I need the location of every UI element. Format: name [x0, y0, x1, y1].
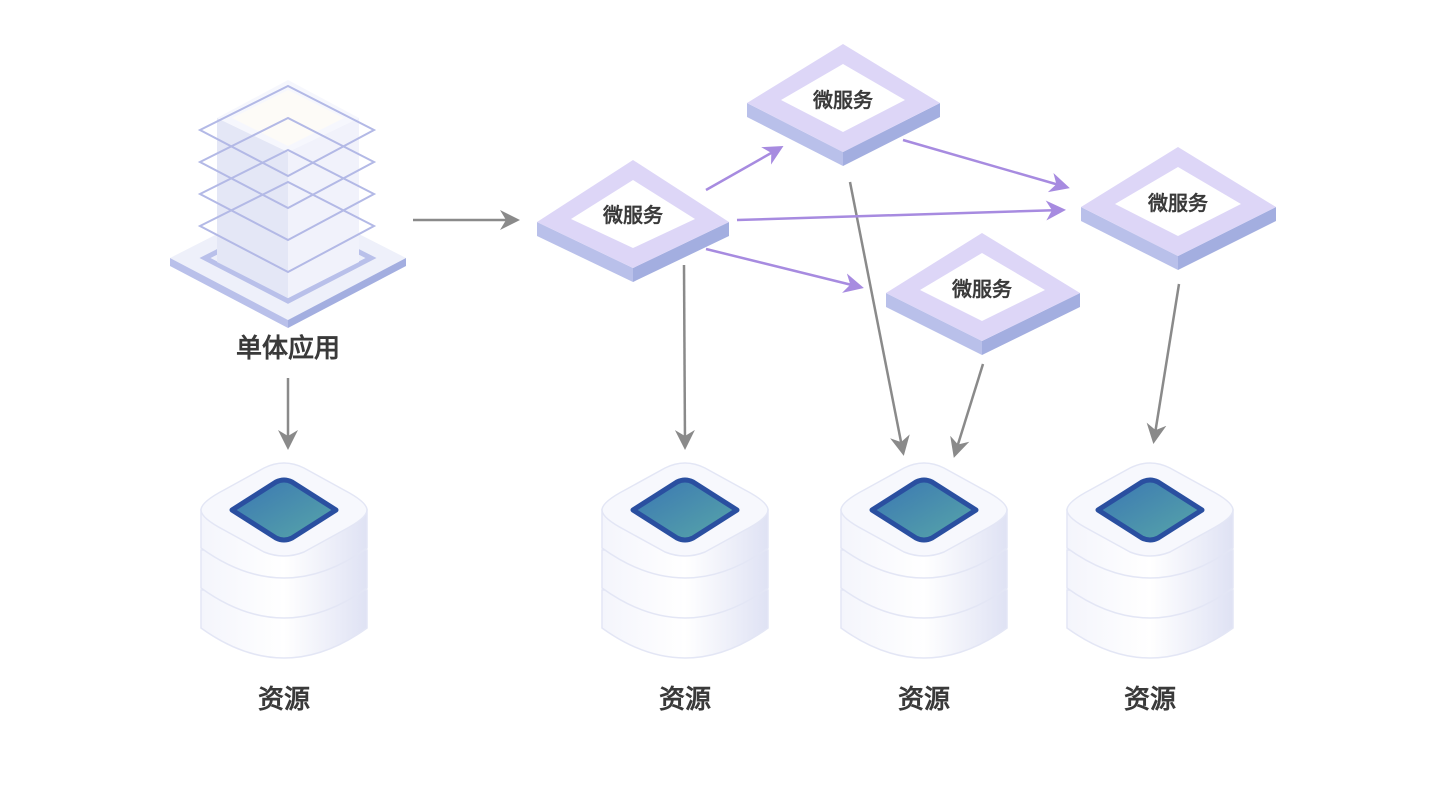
resource-label: 资源 — [898, 685, 950, 715]
database-icon — [200, 462, 368, 659]
database-icon — [1066, 462, 1234, 659]
monolith-label: 单体应用 — [236, 333, 340, 364]
arrow-microservice-to-resource — [1146, 283, 1181, 444]
microservice-label: 微服务 — [602, 203, 664, 227]
resource-label: 资源 — [258, 685, 310, 715]
resource-labels: 资源 资源 资源 资源 — [258, 685, 1176, 715]
arrow-microservice-to-resource — [674, 264, 695, 450]
microservice-label: 微服务 — [812, 88, 874, 112]
arrow-microservice-to-resource — [950, 363, 985, 458]
microservice-label: 微服务 — [1147, 191, 1209, 215]
monolith-building-icon — [170, 80, 406, 328]
resource-databases — [200, 462, 1234, 659]
database-icon — [840, 462, 1008, 659]
arrow-microservice-to-resource — [848, 181, 910, 456]
microservice-node: 微服务 — [1081, 147, 1276, 270]
gray-arrows — [278, 181, 1181, 458]
microservice-label: 微服务 — [951, 277, 1013, 301]
microservice-node: 微服务 — [537, 160, 729, 282]
database-icon — [601, 462, 769, 659]
arrow-microservice-call — [902, 138, 1070, 193]
resource-label: 资源 — [659, 685, 711, 715]
microservice-node: 微服务 — [747, 44, 940, 166]
arrow-microservice-call — [736, 200, 1066, 222]
arrow-microservice-call — [705, 146, 784, 192]
resource-label: 资源 — [1124, 685, 1176, 715]
purple-arrows — [705, 138, 1070, 293]
arrow-microservice-call — [705, 247, 864, 293]
microservice-node: 微服务 — [886, 233, 1080, 355]
